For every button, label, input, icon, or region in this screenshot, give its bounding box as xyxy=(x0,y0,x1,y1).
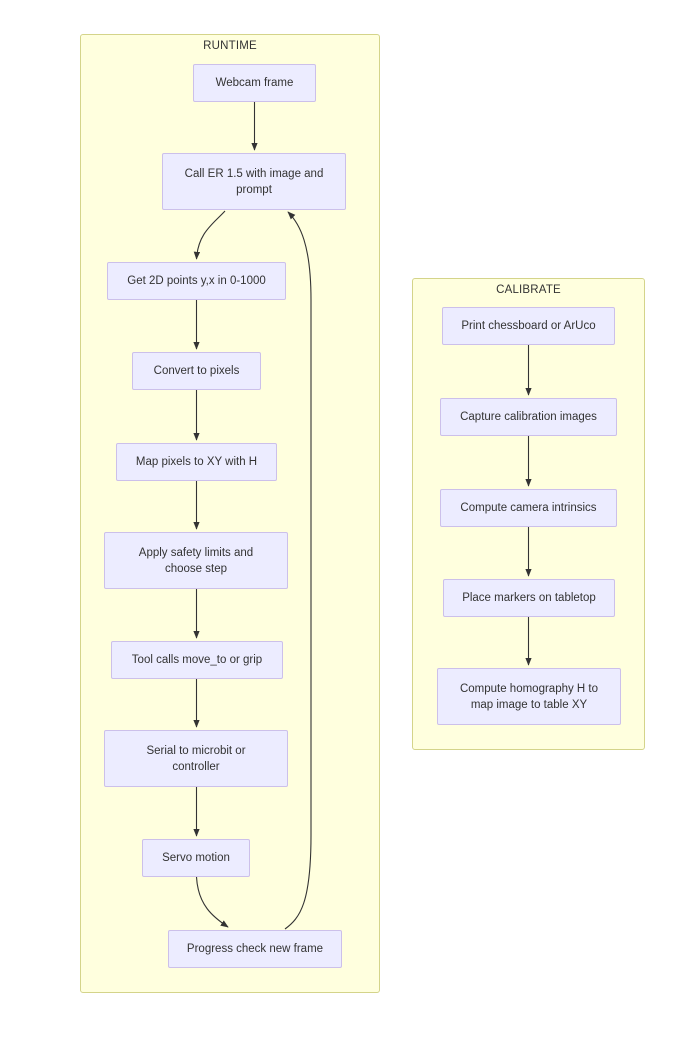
node-apply-safety-limits-label: Apply safety limits and choose step xyxy=(138,546,254,575)
node-convert-to-pixels[interactable]: Convert to pixels xyxy=(132,352,261,390)
node-print-chessboard-label: Print chessboard or ArUco xyxy=(461,320,596,332)
node-webcam-frame-label: Webcam frame xyxy=(215,77,294,89)
node-get-2d-points[interactable]: Get 2D points y,x in 0-1000 xyxy=(107,262,286,300)
node-place-markers[interactable]: Place markers on tabletop xyxy=(443,579,615,617)
node-apply-safety-limits[interactable]: Apply safety limits and choose step xyxy=(104,532,288,589)
node-servo-motion-label: Servo motion xyxy=(162,852,230,864)
node-progress-check-label: Progress check new frame xyxy=(186,943,324,955)
node-call-model[interactable]: Call ER 1.5 with image and prompt xyxy=(162,153,346,210)
cluster-calibrate-title: CALIBRATE xyxy=(496,284,561,296)
node-serial-to-microbit-label: Serial to microbit or controller xyxy=(146,744,246,773)
node-print-chessboard[interactable]: Print chessboard or ArUco xyxy=(442,307,615,345)
node-compute-camera-intrinsics[interactable]: Compute camera intrinsics xyxy=(440,489,617,527)
node-map-pixels-to-xy-label: Map pixels to XY with H xyxy=(135,456,258,468)
node-compute-camera-intrinsics-label: Compute camera intrinsics xyxy=(460,502,597,514)
node-map-pixels-to-xy[interactable]: Map pixels to XY with H xyxy=(116,443,277,481)
node-servo-motion[interactable]: Servo motion xyxy=(142,839,250,877)
node-capture-calibration-images-label: Capture calibration images xyxy=(460,411,597,423)
node-get-2d-points-label: Get 2D points y,x in 0-1000 xyxy=(127,275,266,287)
node-place-markers-label: Place markers on tabletop xyxy=(462,592,596,604)
node-call-model-label: Call ER 1.5 with image and prompt xyxy=(184,167,324,196)
node-tool-calls-label: Tool calls move_to or grip xyxy=(131,654,263,666)
node-tool-calls[interactable]: Tool calls move_to or grip xyxy=(111,641,283,679)
node-webcam-frame[interactable]: Webcam frame xyxy=(193,64,316,102)
node-compute-homography[interactable]: Compute homography H to map image to tab… xyxy=(437,668,621,725)
node-compute-homography-label: Compute homography H to map image to tab… xyxy=(459,682,599,711)
node-progress-check[interactable]: Progress check new frame xyxy=(168,930,342,968)
cluster-runtime-title: RUNTIME xyxy=(203,40,257,52)
node-capture-calibration-images[interactable]: Capture calibration images xyxy=(440,398,617,436)
node-convert-to-pixels-label: Convert to pixels xyxy=(153,365,240,377)
node-serial-to-microbit[interactable]: Serial to microbit or controller xyxy=(104,730,288,787)
